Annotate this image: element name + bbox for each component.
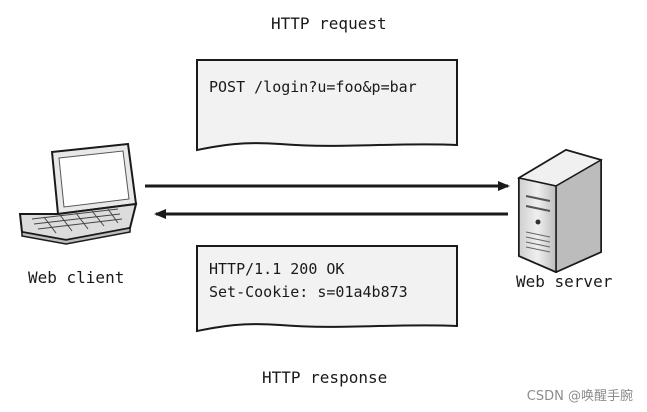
request-text: POST /login?u=foo&p=bar <box>209 76 417 99</box>
response-note <box>196 245 458 333</box>
laptop-icon <box>18 142 138 245</box>
request-note <box>196 59 458 152</box>
server-tower-icon <box>516 148 603 274</box>
web-server-label: Web server <box>516 272 613 291</box>
response-status-line: HTTP/1.1 200 OK <box>209 260 345 278</box>
response-cookie-line: Set-Cookie: s=01a4b873 <box>209 283 408 301</box>
request-line: POST /login?u=foo&p=bar <box>209 78 417 96</box>
watermark: CSDN @唤醒手腕 <box>526 389 633 404</box>
response-title: HTTP response <box>262 368 388 387</box>
web-client-label: Web client <box>28 268 125 287</box>
response-text: HTTP/1.1 200 OK Set-Cookie: s=01a4b873 <box>209 258 408 304</box>
request-title: HTTP request <box>271 14 387 33</box>
